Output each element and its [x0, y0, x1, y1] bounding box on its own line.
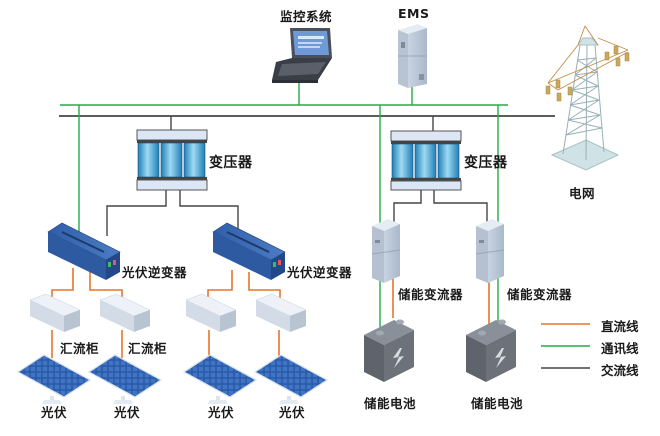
solar-panel-icon-2 [87, 354, 163, 404]
legend-comm-label: 通讯线 [601, 341, 639, 356]
server-cabinet-icon [398, 24, 427, 88]
pv-1-label: 光伏 [41, 405, 68, 420]
inverter-icon-2 [212, 222, 286, 280]
pv-2-label: 光伏 [114, 405, 141, 420]
pcs-cabinet-icon-2 [475, 219, 505, 283]
battery-1-label: 储能电池 [364, 396, 417, 411]
transformer-pv-label: 变压器 [209, 155, 253, 171]
monitor-system-label: 监控系统 [280, 9, 333, 24]
battery-icon-2 [466, 319, 516, 382]
transmission-tower-icon [545, 25, 630, 171]
inverter-icon-1 [47, 222, 121, 280]
solar-panel-icon-3 [182, 354, 258, 404]
battery-icon-1 [364, 319, 414, 382]
combiner-box-icon-4 [255, 293, 307, 332]
combiner-box-icon-1 [29, 293, 81, 332]
combiner-2-label: 汇流柜 [128, 341, 168, 356]
pcs-cabinet-icon-1 [371, 219, 401, 283]
ac-line-to-pv-inverter-2 [179, 190, 239, 234]
pv-inverter-2-label: 光伏逆变器 [287, 265, 353, 280]
battery-2-label: 储能电池 [471, 396, 524, 411]
pcs-2-label: 储能变流器 [507, 287, 573, 302]
combiner-1-label: 汇流柜 [60, 341, 100, 356]
ac-line-to-pcs-2 [433, 190, 488, 222]
ems-label: EMS [398, 6, 430, 21]
pv-4-label: 光伏 [279, 405, 306, 420]
pv-inverter-1-label: 光伏逆变器 [122, 265, 188, 280]
transformer-storage-label: 变压器 [464, 155, 508, 171]
solar-panel-icon-1 [16, 354, 92, 404]
grid-label: 电网 [569, 186, 596, 201]
combiner-box-icon-2 [99, 293, 151, 332]
pv-3-label: 光伏 [208, 405, 235, 420]
solar-panel-icon-4 [253, 354, 329, 404]
transformer-icon-storage [390, 130, 462, 191]
pcs-1-label: 储能变流器 [398, 287, 464, 302]
laptop-icon [272, 28, 332, 83]
transformer-icon-pv [136, 129, 208, 191]
ac-line-to-pv-inverter-1 [106, 190, 167, 236]
legend-ac-label: 交流线 [601, 363, 639, 378]
legend-dc-label: 直流线 [601, 319, 639, 334]
combiner-box-icon-3 [185, 293, 237, 332]
ac-line-to-pcs-1 [393, 190, 422, 222]
